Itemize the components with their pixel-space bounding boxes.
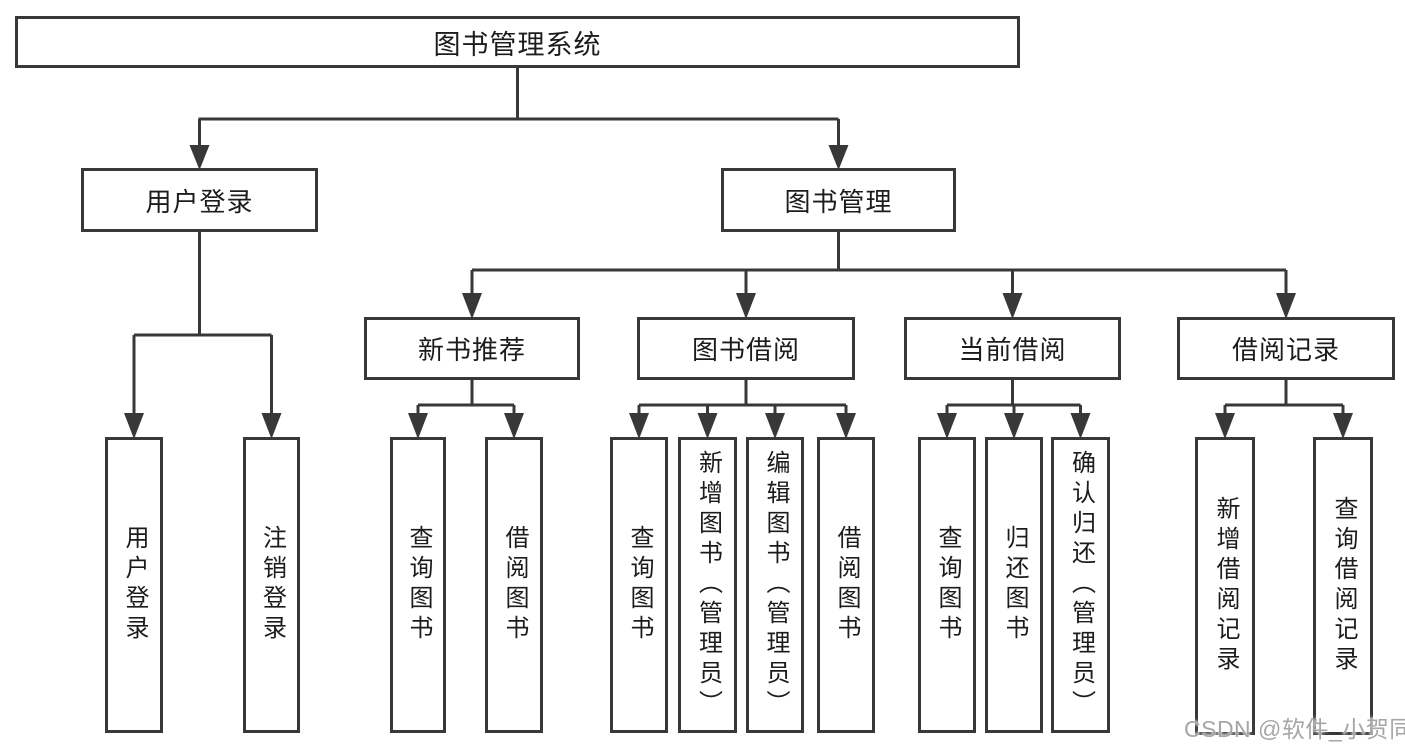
leaf-borrow-books-recommend: 借阅图书 xyxy=(485,437,543,733)
leaf-user-login: 用户登录 xyxy=(105,437,163,733)
leaf-edit-book-admin: 编辑图书（管理员） xyxy=(746,437,804,733)
leaf-borrow-books: 借阅图书 xyxy=(817,437,875,733)
leaf-add-book-admin: 新增图书（管理员） xyxy=(678,437,737,733)
leaf-logout: 注销登录 xyxy=(243,437,300,733)
csdn-watermark: CSDN @软件_小贺同学 xyxy=(1184,716,1405,742)
leaf-add-borrow-record: 新增借阅记录 xyxy=(1195,437,1255,735)
leaf-query-borrow-record: 查询借阅记录 xyxy=(1313,437,1373,735)
node-book-management-branch: 图书管理 xyxy=(721,168,956,232)
node-book-borrowing: 图书借阅 xyxy=(637,317,855,380)
node-current-borrowing: 当前借阅 xyxy=(904,317,1121,380)
leaf-query-books-current: 查询图书 xyxy=(918,437,976,733)
node-new-book-recommend: 新书推荐 xyxy=(364,317,580,380)
leaf-query-books-recommend: 查询图书 xyxy=(390,437,446,733)
leaf-confirm-return-admin: 确认归还（管理员） xyxy=(1051,437,1110,733)
node-borrowing-records: 借阅记录 xyxy=(1177,317,1395,380)
node-root-library-system: 图书管理系统 xyxy=(15,16,1020,68)
leaf-return-book: 归还图书 xyxy=(985,437,1043,733)
leaf-query-books-borrowing: 查询图书 xyxy=(610,437,668,733)
node-user-login-branch: 用户登录 xyxy=(81,168,318,232)
